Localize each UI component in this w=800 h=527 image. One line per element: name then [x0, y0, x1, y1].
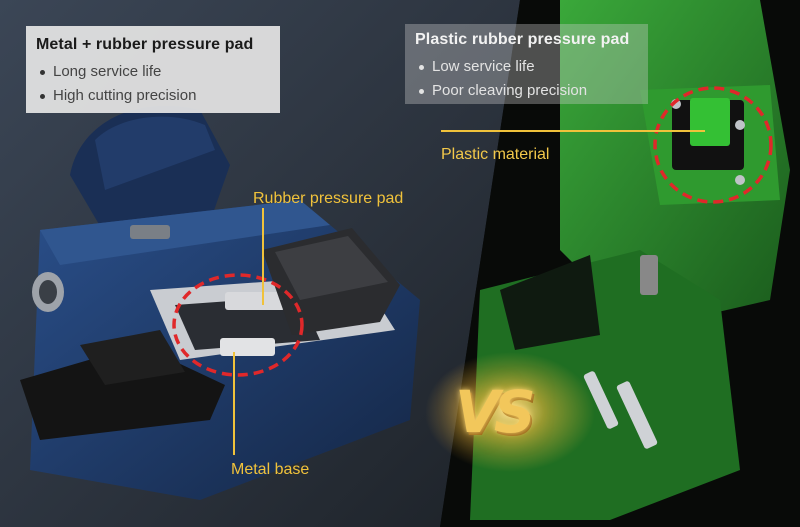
bullet-icon [419, 88, 424, 94]
rubber-pad-label: Rubber pressure pad [253, 190, 404, 207]
plastic-pad-feature-list: Low service life Poor cleaving precision [415, 55, 648, 103]
list-item: Low service life [415, 55, 648, 79]
metal-pad-title: Metal + rubber pressure pad [36, 36, 254, 53]
metal-pad-feature-list: Long service life High cutting precision [36, 60, 280, 108]
metal-cleaver-device [20, 105, 420, 500]
bullet-icon [419, 64, 424, 70]
plastic-pad-title: Plastic rubber pressure pad [415, 31, 630, 48]
vs-badge: VS [455, 378, 536, 446]
metal-pad-highlight [172, 273, 304, 377]
list-item: High cutting precision [36, 84, 280, 108]
bullet-icon [40, 93, 45, 99]
metal-pad-callout: Metal + rubber pressure pad Long service… [26, 26, 280, 113]
plastic-pad-callout: Plastic rubber pressure pad Low service … [405, 24, 648, 104]
bullet-icon [40, 69, 45, 75]
plastic-pad-highlight [653, 86, 773, 204]
plastic-material-label: Plastic material [441, 146, 550, 163]
vs-glow [425, 352, 595, 472]
list-item: Poor cleaving precision [415, 79, 648, 103]
list-item: Long service life [36, 60, 280, 84]
metal-base-label: Metal base [231, 461, 310, 478]
